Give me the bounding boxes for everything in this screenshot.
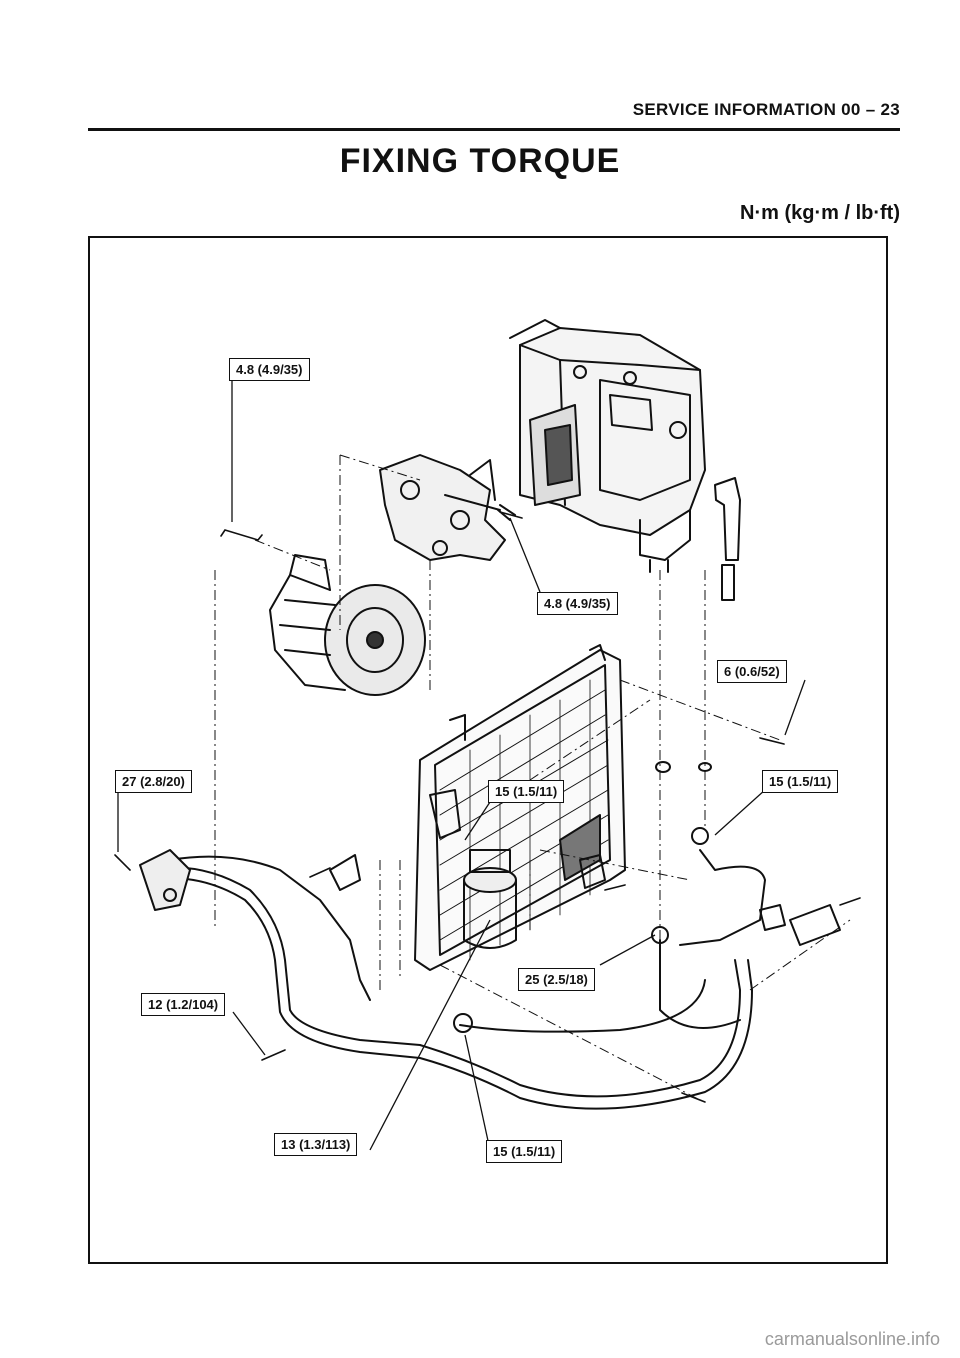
torque-callout: 4.8 (4.9/35) — [537, 592, 618, 615]
torque-callout: 12 (1.2/104) — [141, 993, 226, 1016]
watermark: carmanualsonline.info — [764, 1329, 940, 1349]
condenser-drawing — [414, 644, 626, 971]
compressor-bracket-drawing — [379, 454, 516, 561]
torque-callout: 4.8 (4.9/35) — [229, 358, 310, 381]
refrigerant-lines-drawing — [139, 827, 841, 1110]
torque-callout: 13 (1.3/113) — [274, 1133, 358, 1156]
torque-callout: 15 (1.5/11) — [488, 780, 565, 803]
page-title: FIXING TORQUE — [339, 142, 621, 180]
header-rule — [88, 128, 900, 131]
torque-callout: 27 (2.8/20) — [115, 770, 192, 793]
page-header: SERVICE INFORMATION 00 – 23 — [88, 100, 900, 134]
torque-callout: 6 (0.6/52) — [717, 660, 787, 683]
evaporator-unit-drawing — [509, 319, 741, 601]
torque-callout: 25 (2.5/18) — [518, 968, 595, 991]
diagram-frame — [88, 236, 888, 1264]
compressor-drawing — [269, 554, 426, 696]
torque-callout: 15 (1.5/11) — [762, 770, 839, 793]
torque-callout: 15 (1.5/11) — [486, 1140, 563, 1163]
receiver-drier-drawing — [463, 849, 517, 949]
header-text: SERVICE INFORMATION 00 – 23 — [632, 100, 900, 119]
units-label: N·m (kg·m / lb·ft) — [740, 202, 900, 224]
